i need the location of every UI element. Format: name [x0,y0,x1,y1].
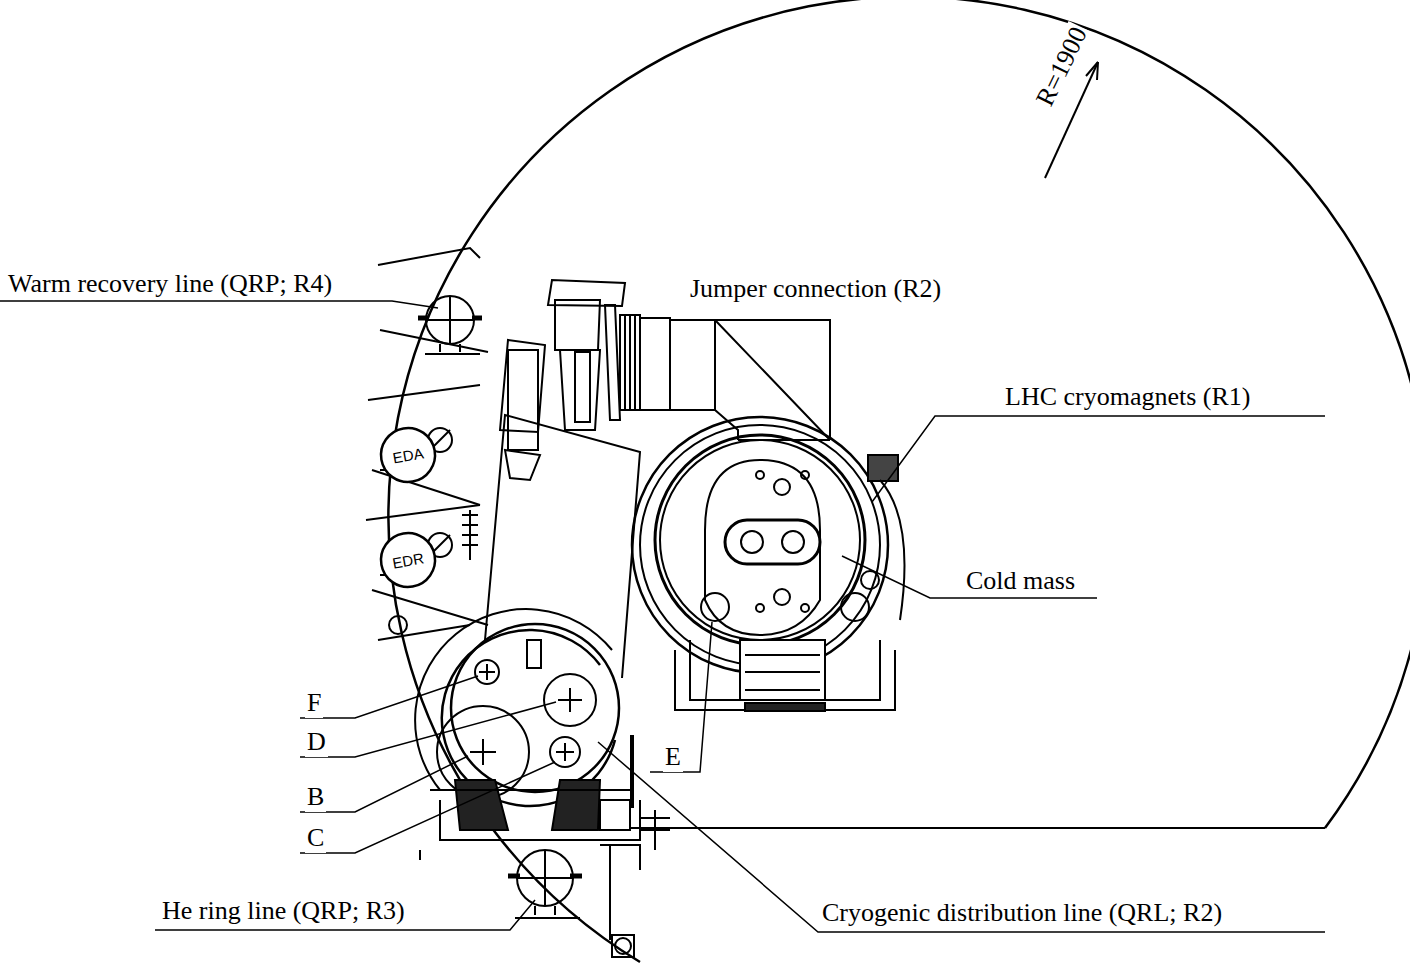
callout-letter: F [305,689,323,718]
pipe-circle: EDA [374,421,441,488]
part-label: Warm recovery line (QRP; R4) [6,270,334,299]
callout-letter: C [305,824,326,853]
dimension-label: R=1900 [1030,21,1094,113]
part-label: He ring line (QRP; R3) [160,897,407,926]
callout-letter: E [663,743,683,772]
part-label: LHC cryomagnets (R1) [1003,383,1253,412]
part-label: Jumper connection (R2) [688,275,943,304]
callout-letter: B [305,783,326,812]
part-label: Cryogenic distribution line (QRL; R2) [820,899,1224,928]
pipe-circle: EDR [374,526,441,593]
part-label: Cold mass [964,567,1077,596]
callout-letter: D [305,728,328,757]
